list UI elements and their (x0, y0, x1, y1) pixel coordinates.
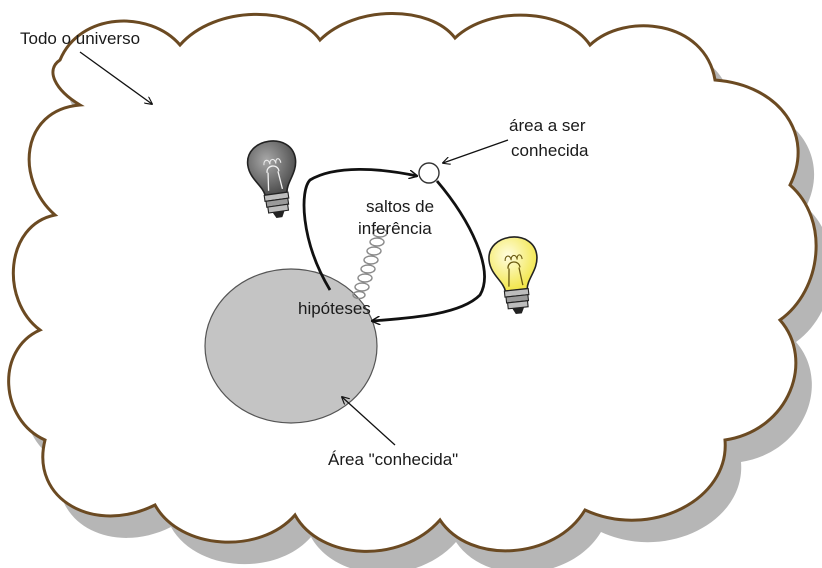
spring-coil-icon (352, 228, 388, 300)
hypotheses-label: hipóteses (298, 299, 371, 318)
target-area-circle (418, 162, 440, 184)
leaps-label-line1: saltos de (366, 197, 434, 216)
known-area-pointer-arrow (342, 397, 396, 446)
leap-arrow-up (302, 168, 417, 291)
leap-arrow-down (372, 180, 486, 321)
universe-pointer-arrow (79, 51, 152, 104)
universe-cloud (7, 12, 818, 553)
target-pointer-arrow (443, 139, 509, 163)
target-area-label-line2: conhecida (511, 141, 589, 160)
dim-light-bulb-icon (247, 140, 297, 218)
lit-light-bulb-icon (488, 236, 538, 315)
known-area-label: Área "conhecida" (328, 450, 458, 469)
target-area-label-line1: área a ser (509, 116, 586, 135)
leaps-label-line2: inferência (358, 219, 432, 238)
universe-label: Todo o universo (20, 29, 140, 48)
known-area-circle (204, 268, 378, 424)
